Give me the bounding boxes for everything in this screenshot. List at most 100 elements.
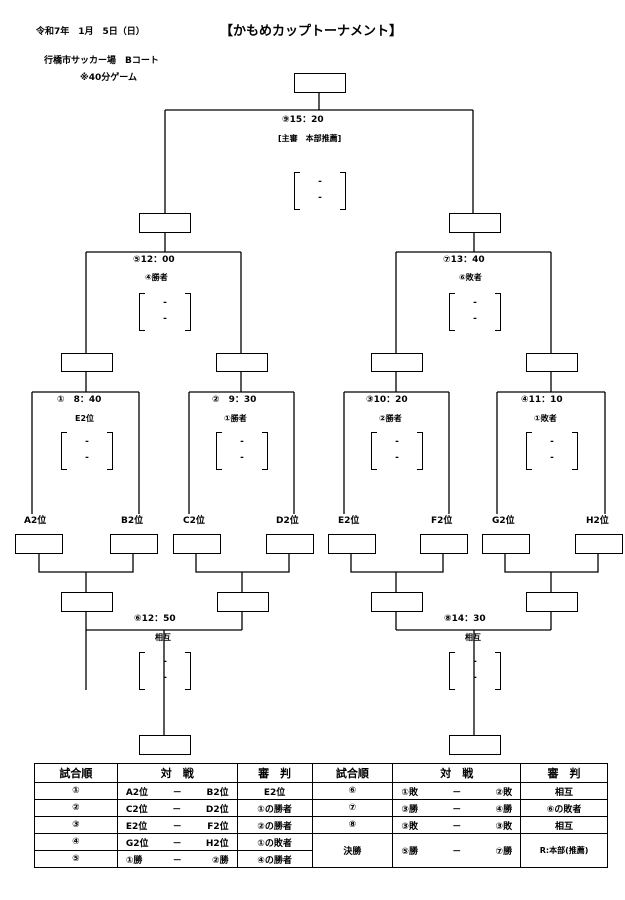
m5-score-bracket: - - — [139, 293, 191, 331]
row-no: ⑥ — [311, 782, 394, 800]
row-no: ① — [34, 782, 118, 800]
m6-time: ⑥12：50 — [134, 614, 176, 624]
m6-score-bracket: - - — [139, 652, 191, 690]
m9-referee: [主審 本部推薦] — [278, 134, 342, 143]
m9-time: ⑨15：20 — [282, 115, 324, 125]
m9-score-bracket: - - — [294, 172, 346, 210]
table-row: ⑤ ①勝－②勝 ④の勝者 — [34, 850, 608, 868]
row-no: ④ — [34, 833, 118, 851]
row-ref: ⑥の敗者 — [520, 799, 608, 817]
team-box-g2 — [482, 534, 530, 554]
m1-time: ① 8：40 — [57, 395, 102, 405]
m3-time: ③10：20 — [366, 395, 408, 405]
team-box-a2 — [15, 534, 63, 554]
m7-score-bracket: - - — [449, 293, 501, 331]
m2-result-box — [216, 353, 268, 372]
row-match: ⑤勝－⑦勝 — [392, 833, 522, 868]
bracket-lines — [31, 92, 606, 735]
score-dash: - — [473, 314, 477, 324]
score-dash: - — [550, 453, 554, 463]
venue-label: 行橋市サッカー場 Bコート — [44, 56, 159, 66]
table-row: ② C2位－D2位 ①の勝者 ⑦ ③勝－④勝 ⑥の敗者 — [34, 799, 608, 817]
team-label-g2: G2位 — [492, 516, 515, 526]
score-dash: - — [163, 657, 167, 667]
row-ref: ②の勝者 — [236, 816, 313, 834]
row-ref: 相互 — [520, 782, 608, 800]
team-box-b2 — [110, 534, 158, 554]
row-no: ⑦ — [311, 799, 394, 817]
score-dash: - — [163, 298, 167, 308]
row-match: ③勝－④勝 — [392, 799, 522, 817]
page-title: 【かもめカップトーナメント】 — [220, 24, 403, 39]
team-label-c2: C2位 — [183, 516, 205, 526]
header-ref: 審 判 — [236, 763, 313, 783]
team-label-e2: E2位 — [338, 516, 360, 526]
table-row: ① A2位－B2位 E2位 ⑥ ①敗－②敗 相互 — [34, 782, 608, 800]
team-label-b2: B2位 — [121, 516, 144, 526]
team-label-h2: H2位 — [586, 516, 609, 526]
score-dash: - — [473, 298, 477, 308]
row-ref: 相互 — [520, 816, 608, 834]
m6-right-box — [217, 592, 269, 612]
m8-right-box — [526, 592, 578, 612]
row-no: ⑧ — [311, 816, 394, 834]
m8-result-box — [449, 735, 501, 755]
team-label-a2: A2位 — [24, 516, 47, 526]
team-label-f2: F2位 — [431, 516, 453, 526]
m4-score-bracket: - - — [526, 432, 578, 470]
score-dash: - — [473, 673, 477, 683]
header-ref: 審 判 — [520, 763, 608, 783]
score-dash: - — [85, 453, 89, 463]
team-label-d2: D2位 — [276, 516, 299, 526]
row-ref: ①の敗者 — [236, 833, 313, 851]
table-row: ④ G2位－H2位 ①の敗者 決勝 ⑤勝－⑦勝 R:本部(推薦) — [34, 833, 608, 868]
row-ref: ④の勝者 — [236, 850, 313, 868]
row-no: 決勝 — [311, 833, 394, 868]
team-box-d2 — [266, 534, 314, 554]
row-match: ③敗－③敗 — [392, 816, 522, 834]
m6-left-box — [61, 592, 113, 612]
m1-referee: E2位 — [75, 414, 95, 423]
team-box-h2 — [575, 534, 623, 554]
row-match: G2位－H2位 — [116, 833, 238, 851]
row-match: A2位－B2位 — [116, 782, 238, 800]
m5-time: ⑤12：00 — [133, 255, 175, 265]
row-no: ⑤ — [34, 850, 118, 868]
score-dash: - — [473, 657, 477, 667]
score-dash: - — [240, 437, 244, 447]
m2-score-bracket: - - — [216, 432, 268, 470]
m3-result-box — [371, 353, 423, 372]
row-match: E2位－F2位 — [116, 816, 238, 834]
score-dash: - — [318, 177, 322, 187]
score-dash: - — [395, 453, 399, 463]
row-no: ② — [34, 799, 118, 817]
m8-time: ⑧14：30 — [444, 614, 486, 624]
m4-referee: ①敗者 — [534, 414, 557, 423]
m7-time: ⑦13：40 — [443, 255, 485, 265]
m3-referee: ②勝者 — [379, 414, 402, 423]
m6-referee: 相互 — [155, 633, 171, 642]
score-dash: - — [163, 673, 167, 683]
m1-result-box — [61, 353, 113, 372]
m7-referee: ⑥敗者 — [459, 273, 482, 282]
m5-referee: ④勝者 — [145, 273, 168, 282]
date-label: 令和7年 1月 5日（日） — [36, 27, 145, 37]
m2-time: ② 9：30 — [212, 395, 257, 405]
score-dash: - — [85, 437, 89, 447]
m2-referee: ①勝者 — [224, 414, 247, 423]
header-match: 対 戦 — [116, 763, 238, 783]
m1-score-bracket: - - — [61, 432, 113, 470]
score-dash: - — [550, 437, 554, 447]
row-match: ①敗－②敗 — [392, 782, 522, 800]
header-order: 試合順 — [311, 763, 394, 783]
header-match: 対 戦 — [392, 763, 522, 783]
schedule-header-row: 試合順 対 戦 審 判 試合順 対 戦 審 判 — [34, 763, 608, 783]
row-no: ③ — [34, 816, 118, 834]
row-match: ①勝－②勝 — [116, 850, 238, 868]
m8-score-bracket: - - — [449, 652, 501, 690]
table-row: ③ E2位－F2位 ②の勝者 ⑧ ③敗－③敗 相互 — [34, 816, 608, 834]
m3-score-bracket: - - — [371, 432, 423, 470]
score-dash: - — [163, 314, 167, 324]
m8-referee: 相互 — [465, 633, 481, 642]
m4-time: ④11：10 — [521, 395, 563, 405]
